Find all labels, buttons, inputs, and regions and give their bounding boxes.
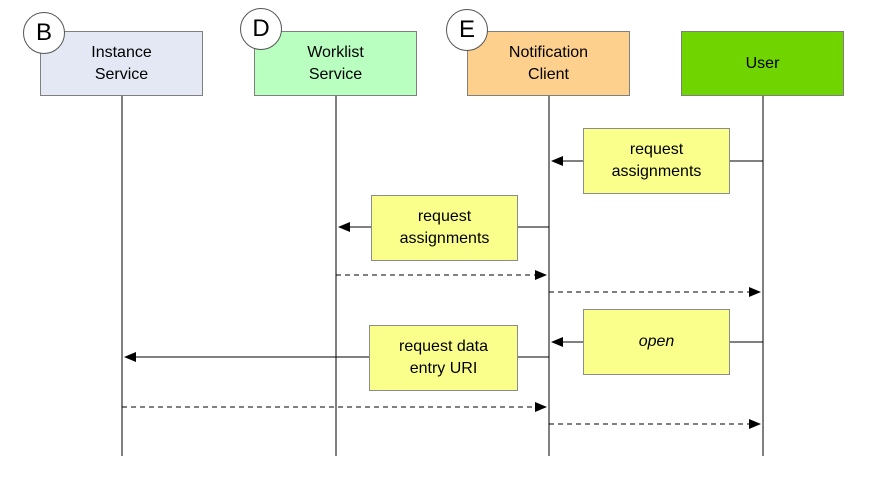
message-request-assignments-client: request assignments	[371, 195, 518, 261]
message-line1: request data	[399, 338, 488, 355]
message-line2: entry URI	[409, 360, 478, 377]
actor-worklist-service: Worklist Service	[254, 31, 417, 96]
actor-label-line2: Service	[308, 65, 363, 83]
actor-label-line1: Notification	[508, 43, 589, 61]
actor-instance-service: Instance Service	[40, 31, 203, 96]
actor-user: User	[681, 31, 844, 96]
message-line2: assignments	[399, 230, 490, 247]
message-line1: open	[638, 333, 675, 350]
message-request-assignments-user: request assignments	[583, 128, 730, 194]
actor-label-line2: Client	[528, 65, 569, 83]
message-line2: assignments	[611, 163, 702, 180]
message-line1: request	[417, 208, 472, 225]
actor-label-line1: User	[745, 54, 780, 72]
message-line1: request	[629, 141, 684, 158]
badge-b: B	[23, 12, 65, 54]
badge-e: E	[446, 9, 488, 51]
actor-label-line1: Instance	[91, 43, 152, 61]
actor-label-line1: Worklist	[307, 43, 364, 61]
message-request-data-entry-uri: request data entry URI	[369, 325, 518, 391]
actor-label-line2: Service	[94, 65, 149, 83]
actor-notification-client: Notification Client	[467, 31, 630, 96]
message-open: open	[583, 309, 730, 375]
badge-d: D	[240, 8, 282, 50]
